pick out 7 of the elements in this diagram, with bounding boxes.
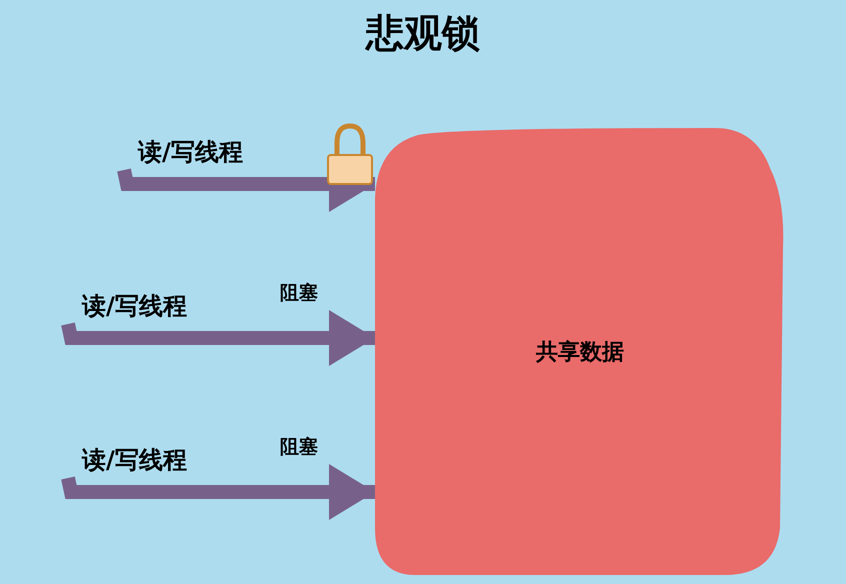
- thread-label: 读/写线程: [66, 288, 206, 324]
- thread-label: 读/写线程: [122, 134, 262, 170]
- arrow: [61, 464, 375, 520]
- node-text: 共享数据: [536, 338, 624, 366]
- thread-label: 读/写线程: [66, 442, 206, 478]
- arrow: [61, 310, 375, 366]
- title: 悲观锁: [364, 10, 481, 57]
